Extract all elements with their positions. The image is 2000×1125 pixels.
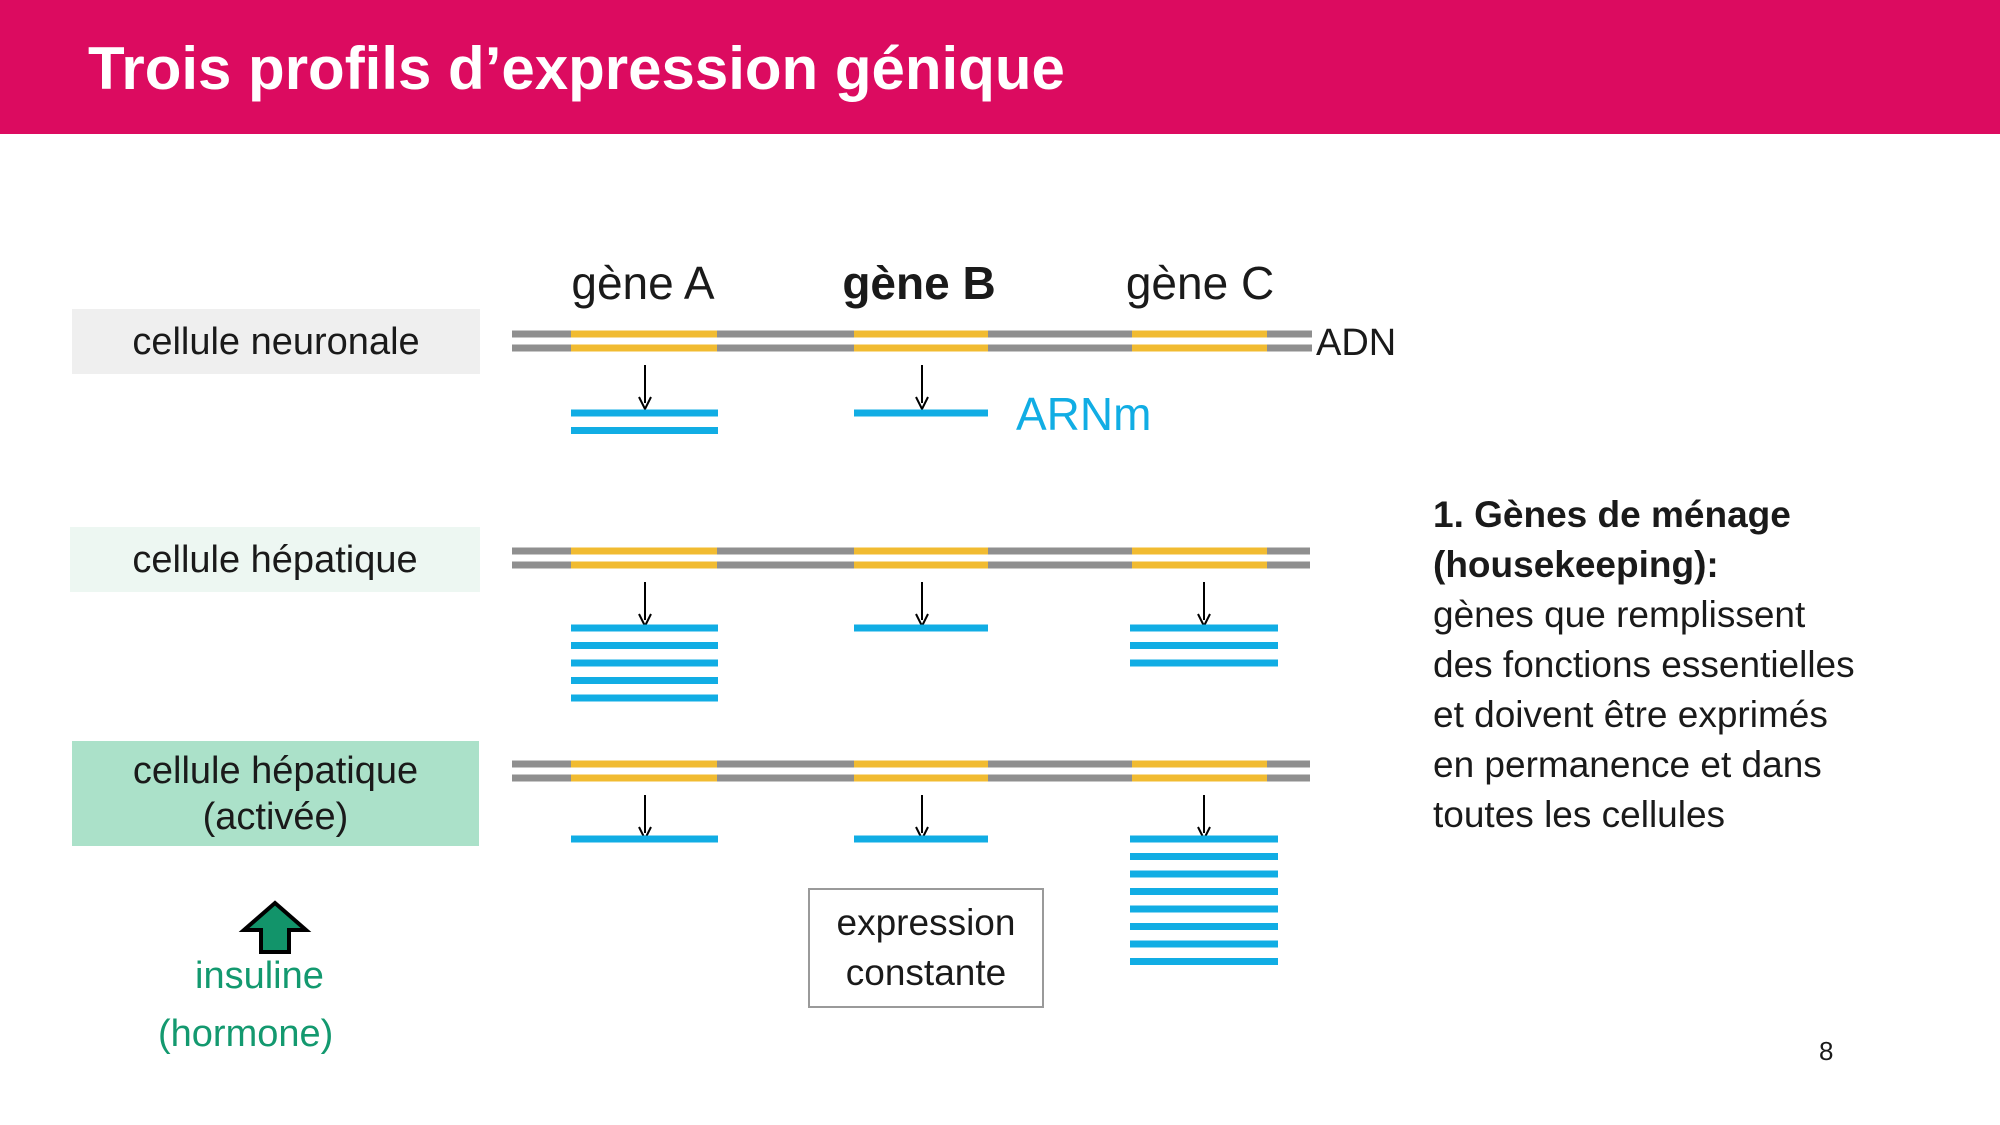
description-heading: (housekeeping): <box>1433 544 1719 585</box>
description-block: 1. Gènes de ménage (housekeeping): gènes… <box>1433 490 1953 840</box>
dna-label: ADN <box>1316 322 1397 364</box>
up-arrow-icon <box>238 900 312 954</box>
cell-label-line: cellule neuronale <box>132 320 420 363</box>
gene-c-label: gène C <box>1125 257 1275 309</box>
description-line: des fonctions essentielles <box>1433 644 1855 685</box>
description-line: en permanence et dans <box>1433 744 1822 785</box>
cell-label-line: cellule hépatique <box>132 538 418 581</box>
cell-label-line: (activée) <box>202 795 349 838</box>
gene-a-label: gène A <box>571 257 715 309</box>
cell-label-neuronal: cellule neuronale <box>72 309 480 374</box>
mrna-label: ARNm <box>1016 388 1152 440</box>
cell-label-hepatic-activated: cellule hépatique (activée) <box>72 741 479 846</box>
box-line: expression <box>836 902 1016 943</box>
description-heading: 1. Gènes de ménage <box>1433 494 1791 535</box>
expression-constante-box: expression constante <box>808 888 1044 1008</box>
cell-label-line: cellule hépatique <box>132 749 419 792</box>
page-number: 8 <box>1819 1036 1834 1066</box>
title-bar: Trois profils d’expression génique <box>0 0 2000 134</box>
stimulus-label: insuline <box>195 955 324 997</box>
description-line: toutes les cellules <box>1433 794 1726 835</box>
gene-b-label: gène B <box>842 257 996 309</box>
cell-label-hepatic: cellule hépatique <box>70 527 480 592</box>
box-line: constante <box>845 952 1007 993</box>
slide-title: Trois profils d’expression génique <box>88 35 1065 102</box>
description-line: et doivent être exprimés <box>1433 694 1828 735</box>
stimulus-sublabel: (hormone) <box>158 1013 334 1055</box>
arrow-head-icon <box>915 396 929 412</box>
description-line: gènes que remplissent <box>1433 594 1806 635</box>
arrow-head-icon <box>638 396 652 412</box>
